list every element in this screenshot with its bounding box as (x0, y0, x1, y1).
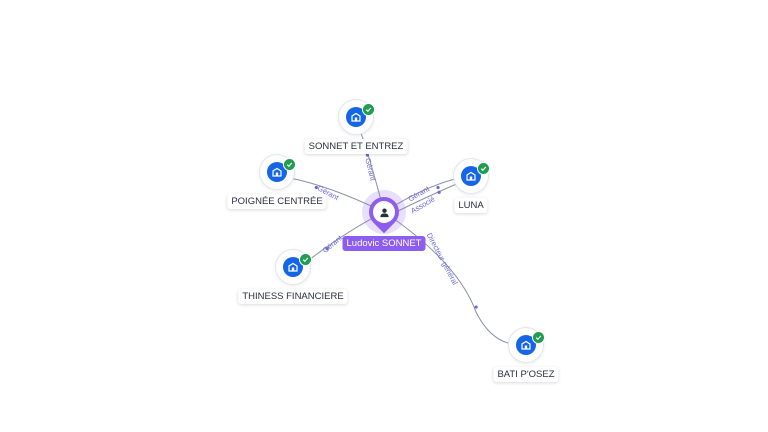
relation-arrow (436, 185, 440, 190)
company-label: POIGNÉE CENTRÉE (227, 194, 327, 209)
company-label: BATI P'OSEZ (493, 367, 559, 382)
relation-arrow (314, 185, 318, 190)
building-icon (461, 166, 481, 186)
checkmark-icon (362, 103, 375, 116)
building-icon (283, 257, 303, 277)
building-icon (516, 335, 536, 355)
checkmark-icon (532, 331, 545, 344)
person-icon (373, 201, 395, 223)
relation-label: Gérant (363, 157, 378, 182)
checkmark-icon (299, 253, 312, 266)
relation-label: Directeur général (425, 231, 460, 286)
building-icon (267, 162, 287, 182)
company-label: LUNA (454, 198, 488, 213)
building-icon (346, 107, 366, 127)
relation-arrow (437, 190, 441, 194)
relation-label: Gérant (321, 233, 345, 255)
company-label: SONNET ET ENTREZ (304, 139, 408, 154)
relation-arrow (325, 247, 329, 251)
person-label: Ludovic SONNET (342, 236, 426, 251)
checkmark-icon (283, 158, 296, 171)
relation-arrow (365, 153, 370, 157)
company-label: THINESS FINANCIERE (238, 289, 348, 304)
relation-arrow (474, 305, 478, 309)
checkmark-icon (477, 162, 490, 175)
